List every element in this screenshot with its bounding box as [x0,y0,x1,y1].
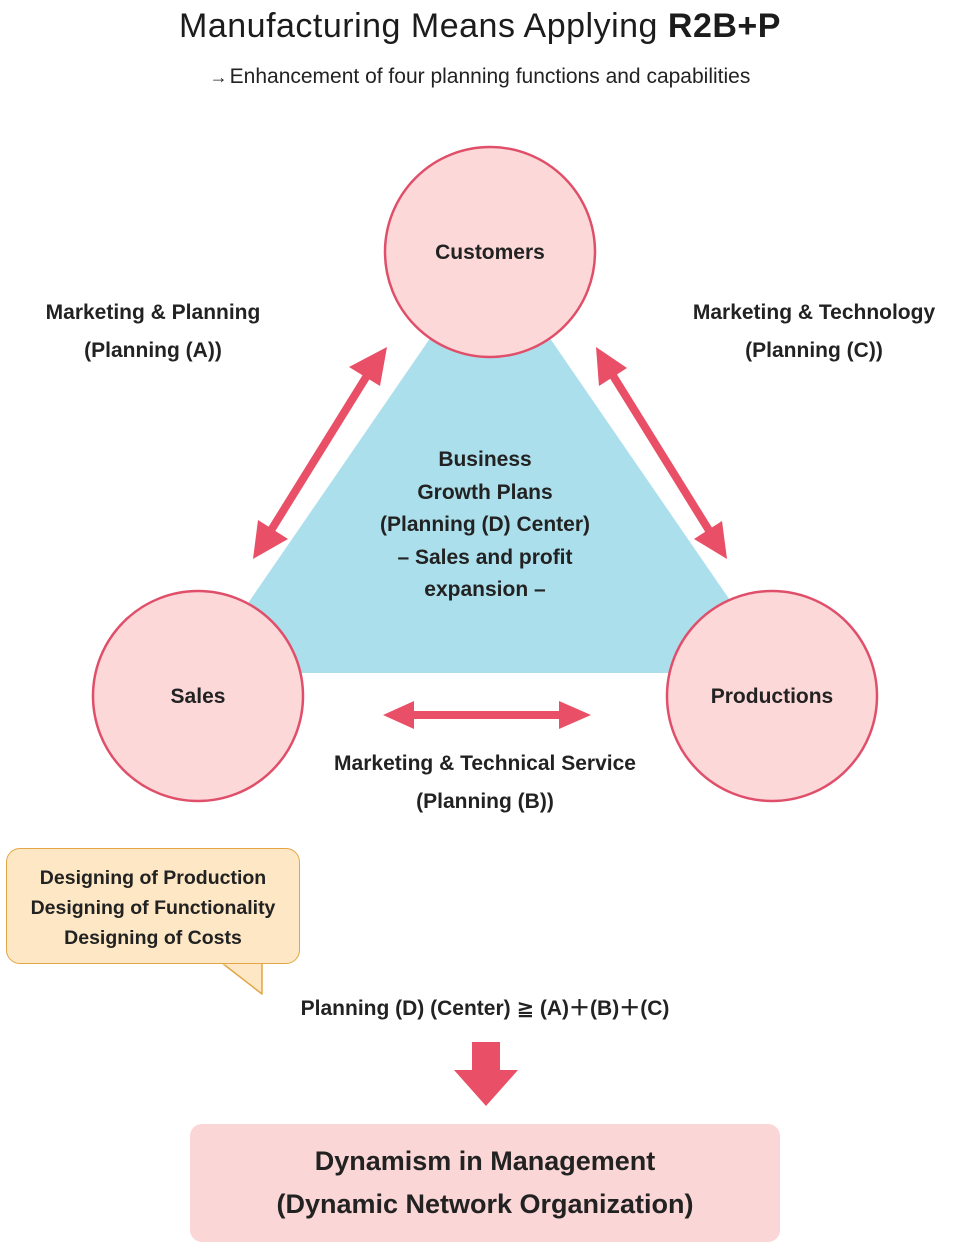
down-arrow-icon [454,1042,518,1106]
center-label: Business Growth Plans (Planning (D) Cent… [330,444,640,607]
arrow-marketing-planning [253,347,387,559]
callout-tail [221,961,263,995]
callout-line: Designing of Costs [64,927,242,949]
planning-formula: Planning (D) (Center) ≧ (A)＋(B)＋(C) [300,997,670,1020]
link-label-b: Marketing & Technical Service (Planning … [290,745,680,821]
center-line: expansion – [424,578,546,601]
link-label-a: Marketing & Planning (Planning (A)) [10,294,296,370]
productions-circle [665,589,879,803]
result-line2: (Dynamic Network Organization) [276,1189,694,1219]
callout-line: Designing of Production [39,867,267,889]
right-arrow-icon: → [209,67,228,87]
customers-label: Customers [435,241,545,264]
link-label-c: Marketing & Technology (Planning (C)) [668,294,960,370]
title-brand: R2B+P [667,7,781,45]
link-c-line2: (Planning (C)) [745,339,883,362]
arrow-technical-service [383,701,591,729]
center-triangle [200,251,780,673]
sales-circle [91,589,305,803]
center-line: (Planning (D) Center) [380,513,590,536]
arrow-marketing-technology [596,347,727,559]
result-line1: Dynamism in Management [314,1146,656,1176]
page-title: Manufacturing Means Applying R2B+P [0,4,960,48]
title-prefix: Manufacturing Means Applying [179,7,668,45]
link-b-line1: Marketing & Technical Service [334,752,636,775]
customers-circle [383,145,597,359]
sales-label: Sales [170,685,226,708]
productions-label: Productions [710,685,834,708]
subtitle-text: Enhancement of four planning functions a… [229,65,751,88]
callout-line: Designing of Functionality [30,897,276,919]
result-box: Dynamism in Management (Dynamic Network … [190,1124,780,1242]
subtitle: →Enhancement of four planning functions … [0,62,960,92]
link-c-line1: Marketing & Technology [692,301,936,324]
link-a-line1: Marketing & Planning [45,301,261,324]
center-line: Business [438,448,532,471]
link-b-line2: (Planning (B)) [416,790,554,813]
center-line: – Sales and profit [397,545,573,569]
center-line: Growth Plans [417,480,553,504]
design-callout: Designing of Production Designing of Fun… [6,848,300,964]
link-a-line2: (Planning (A)) [84,339,222,362]
